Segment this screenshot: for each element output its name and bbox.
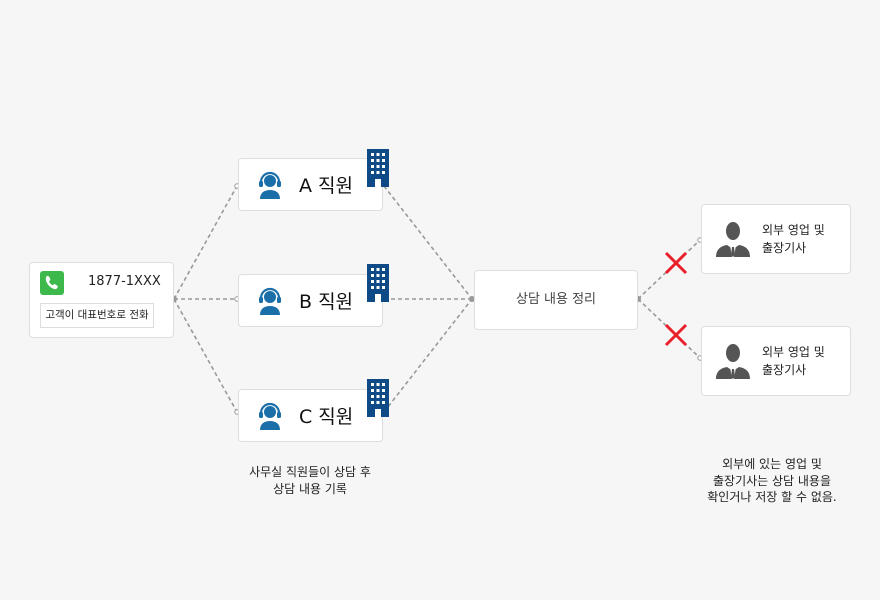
summary-label: 상담 내용 정리 [515, 292, 597, 307]
connector-c-summary [383, 298, 473, 413]
blocked-x-icon [664, 251, 688, 347]
staff-label: B 직원 [299, 291, 354, 313]
caption-line: 확인거나 저장 할 수 없음. [707, 490, 837, 504]
caption-line: 사무실 직원들이 상담 후 [249, 465, 371, 479]
headset-agent-icon [259, 287, 281, 315]
summary-card: 상담 내용 정리 [474, 270, 638, 330]
outer-line2: 출장기사 [762, 363, 807, 377]
caption-line: 출장기사는 상담 내용을 [712, 473, 832, 488]
caller-action-label: 고객이 대표번호로 전화 [40, 303, 154, 328]
staff-card-a: A 직원 [238, 158, 383, 211]
phone-icon [40, 271, 64, 295]
headset-agent-icon [259, 402, 281, 430]
building-icon [367, 264, 389, 302]
headset-agent-icon [259, 171, 281, 199]
businessman-icon [716, 344, 750, 379]
outer-caption: 외부에 있는 영업 및 출장기사는 상담 내용을 확인거나 저장 할 수 없음. [682, 456, 862, 506]
building-icon [367, 379, 389, 417]
office-caption: 사무실 직원들이 상담 후 상담 내용 기록 [220, 464, 400, 497]
connector-caller-c [173, 298, 238, 413]
staff-label: C 직원 [299, 406, 354, 428]
connector-caller-a [173, 185, 238, 300]
outer-line2: 출장기사 [762, 241, 807, 255]
building-icon [367, 149, 389, 187]
staff-card-c: C 직원 [238, 389, 383, 442]
businessman-icon [716, 222, 750, 257]
caller-card: 1877-1XXX 고객이 대표번호로 전화 [29, 262, 174, 338]
outer-line1: 외부 영업 및 [762, 345, 825, 359]
staff-card-b: B 직원 [238, 274, 383, 327]
staff-label: A 직원 [299, 175, 353, 197]
caption-line: 외부에 있는 영업 및 [722, 457, 822, 471]
phone-number: 1877-1XXX [88, 274, 161, 289]
outer-line1: 외부 영업 및 [762, 223, 825, 237]
caption-line: 상담 내용 기록 [273, 481, 347, 496]
connector-a-summary [383, 185, 473, 300]
